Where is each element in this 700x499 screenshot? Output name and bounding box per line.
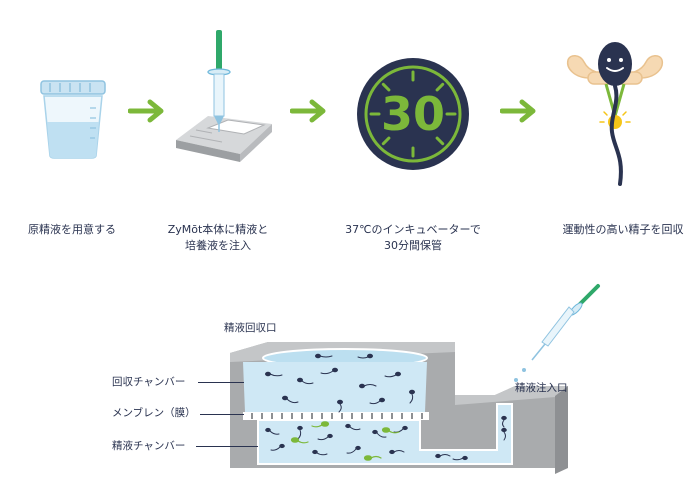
injection-port-label: 精液注入口 [515, 382, 568, 394]
step2-label: ZyMōt本体に精液と 培養液を注入 [148, 222, 288, 254]
specimen-cup-icon [40, 80, 106, 159]
membrane-label: メンブレン（膜） [112, 407, 196, 419]
step3-label: 37℃のインキュベーターで 30分間保管 [338, 222, 488, 254]
membrane-leader [200, 414, 244, 415]
step2-label-line1: ZyMōt本体に精液と [167, 223, 269, 236]
sample-chamber-label: 精液チャンバー [112, 440, 186, 452]
collection-chamber-leader [198, 382, 244, 383]
step2-label-line2: 培養液を注入 [185, 239, 251, 252]
arrow-right-icon [290, 99, 326, 123]
timer-icon: 30 [355, 56, 471, 172]
timer-value: 30 [380, 87, 445, 141]
step3-label-line1: 37℃のインキュベーターで [345, 223, 481, 236]
step4-label: 運動性の高い精子を回収 [562, 223, 684, 236]
strong-sperm-icon [566, 42, 664, 186]
arrow-right-icon [500, 99, 536, 123]
syringe-device-icon [176, 30, 272, 162]
collection-chamber-label: 回収チャンバー [112, 376, 186, 388]
arrow-right-icon [128, 99, 164, 123]
step1-label: 原精液を用意する [28, 223, 116, 236]
sample-chamber-leader [196, 446, 258, 447]
step3-label-line2: 30分間保管 [384, 239, 442, 252]
collection-port-label: 精液回収口 [224, 322, 277, 334]
